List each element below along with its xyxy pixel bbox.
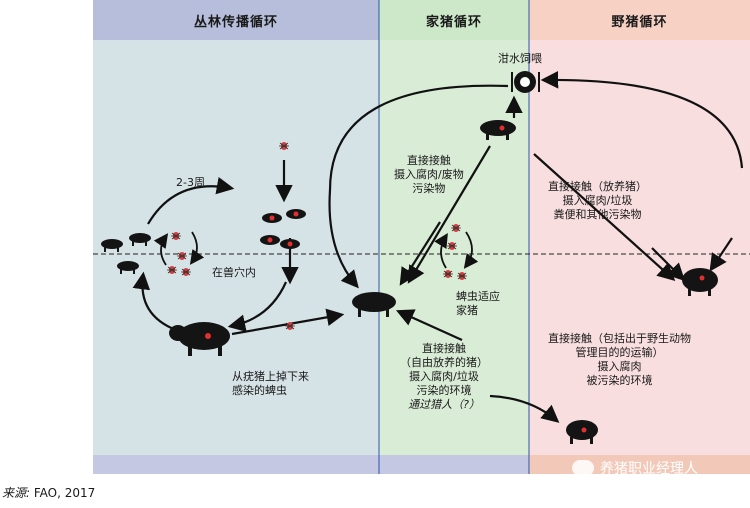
warthog-icon: [169, 322, 230, 356]
free-range-line-3: 摄入腐肉/垃圾: [409, 370, 479, 383]
source-citation: 来源: FAO, 2017: [2, 484, 95, 501]
swill-loop-arrow: [328, 84, 509, 289]
tick-adapted-label: 蜱虫适应 家猪: [456, 290, 500, 318]
domestic-contact-label: 直接接触 摄入腐肉/废物 污染物: [394, 154, 464, 196]
warthog-to-pig-arrow: [231, 308, 345, 336]
free-range-line-4: 污染的环境: [416, 384, 472, 397]
pig-icon: [352, 292, 396, 317]
wild-upward-arrow: [651, 247, 686, 282]
domestic-tick-left-arrow: [434, 232, 448, 269]
domestic-header-bg: [379, 0, 529, 40]
bottom-band-left: [93, 455, 529, 474]
free-range-wild-contact-label: 直接接触（放养猪） 摄入腐肉/垃圾 粪便和其他污染物: [548, 180, 647, 222]
via-hunters-label: 通过猎人（?）: [408, 398, 480, 411]
tick-adapted-line-1: 蜱虫适应: [456, 290, 500, 303]
tick-from-warthog-line-2: 感染的蜱虫: [232, 384, 287, 397]
wild-boar-contact-line-4: 被污染的环境: [586, 374, 653, 387]
domestic-contact-line-1: 直接接触: [406, 154, 451, 167]
wild-header-bg: [529, 0, 750, 40]
watermark-text: 养猪职业经理人: [600, 461, 698, 477]
wechat-icon: [572, 460, 594, 476]
free-range-contact-label: 直接接触 （自由放养的猪） 摄入腐肉/垃圾 污染的环境 通过猎人（?）: [400, 342, 488, 412]
domestic-cycle-header: 家猪循环: [425, 14, 482, 30]
free-range-wild-line-1: 直接接触（放养猪）: [548, 180, 647, 193]
free-range-wild-line-2: 摄入腐肉/垃圾: [562, 194, 633, 207]
domestic-contact-line-3: 污染物: [412, 182, 446, 195]
cycle-arrow-top: [147, 176, 235, 225]
wild-boar-contact-line-2: 管理目的的运输）: [575, 346, 664, 359]
in-burrow-label: 在兽穴内: [212, 266, 256, 279]
watermark: 养猪职业经理人: [572, 458, 698, 478]
free-range-arrow: [395, 309, 463, 342]
free-range-line-1: 直接接触: [422, 342, 466, 355]
sylvatic-cycle-header: 丛林传播循环: [193, 14, 278, 30]
wild-zone: [529, 0, 750, 474]
infected-piglet-icon: [260, 209, 306, 249]
domestic-to-pig-arrow: [407, 145, 491, 284]
free-range-line-2: （自由放养的猪）: [400, 356, 488, 369]
wild-boar-contact-arrow: [709, 237, 733, 272]
tick-from-warthog-line-1: 从疣猪上掉下来: [232, 370, 309, 383]
infected-wild-boar-icon: [566, 420, 598, 444]
source-prefix: 来源:: [2, 486, 31, 500]
cycle-arrow-bottom: [227, 281, 288, 332]
wild-boar-icon: [682, 268, 718, 296]
domestic-tick-right-arrow: [463, 231, 479, 269]
infected-pig-icon: [480, 120, 516, 140]
sylvatic-header-bg: [93, 0, 379, 40]
wild-boar-contact-line-3: 摄入腐肉: [597, 360, 642, 373]
swill-feeding-label: 泔水饲喂: [498, 52, 542, 65]
cycle-arrow-left: [132, 271, 177, 332]
tick-cycle-left-arrow: [153, 233, 169, 266]
wild-cycle-header: 野猪循环: [611, 14, 668, 30]
domestic-to-wild-arrow: [533, 153, 676, 281]
free-range-wild-line-3: 粪便和其他污染物: [553, 208, 642, 221]
piglet-icon: [101, 233, 151, 274]
tick-from-warthog-label: 从疣猪上掉下来 感染的蜱虫: [232, 370, 309, 398]
wild-boar-contact-line-1: 直接接触（包括出于野生动物: [548, 332, 691, 345]
wild-boar-contact-label: 直接接触（包括出于野生动物 管理目的的运输） 摄入腐肉 被污染的环境: [548, 332, 691, 388]
dinner-plate-icon: [511, 71, 540, 93]
wild-loop-arrow: [540, 71, 744, 169]
hunter-to-wildboar-arrow: [489, 394, 560, 423]
weeks-label: 2-3周: [176, 176, 205, 189]
domestic-zone: [379, 0, 529, 474]
tick-adapted-line-2: 家猪: [456, 304, 478, 317]
domestic-contact-line-2: 摄入腐肉/废物: [394, 168, 464, 181]
source-text: FAO, 2017: [33, 486, 96, 500]
tick-cycle-right-arrow: [189, 231, 205, 265]
